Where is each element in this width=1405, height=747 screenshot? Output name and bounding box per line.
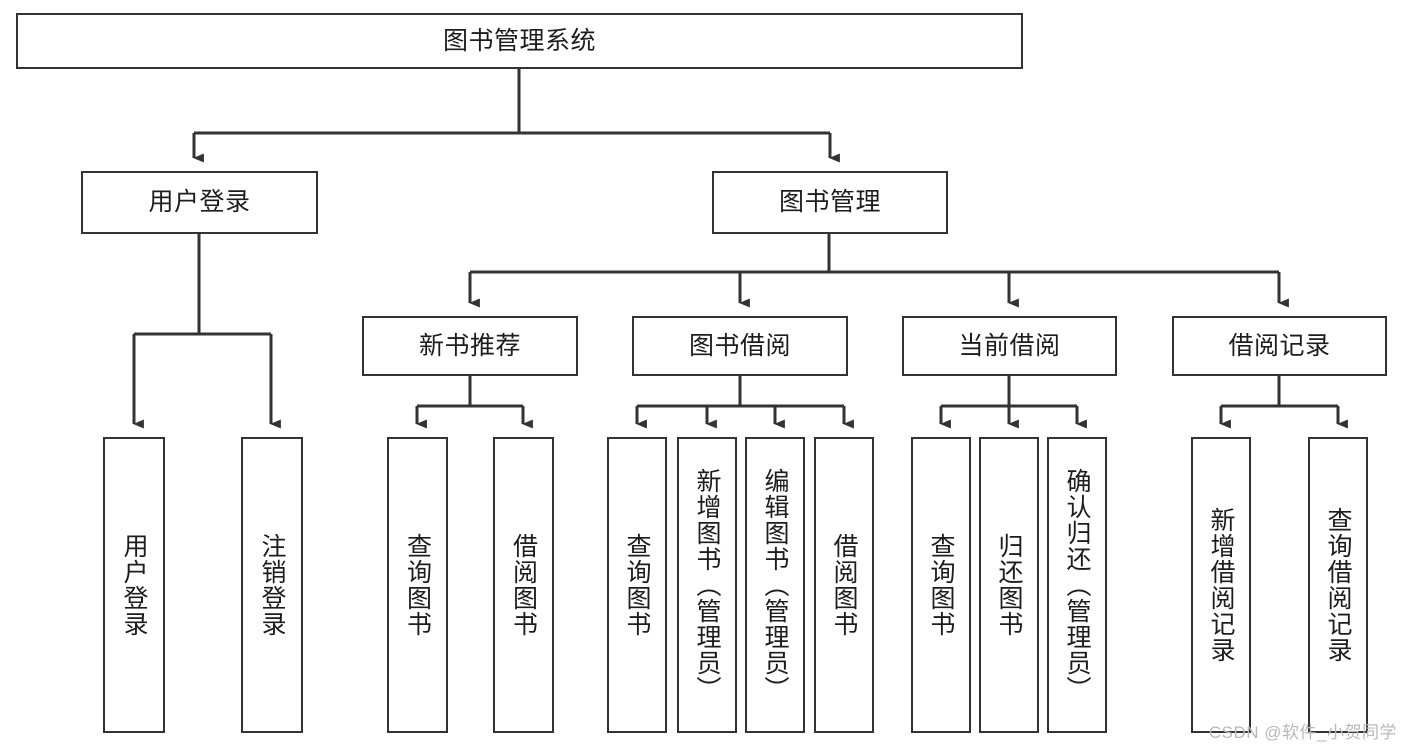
leaf-confirm-return-label: 确认归还（管理员）	[1063, 468, 1091, 702]
leaf-return-book-label: 归还图书	[995, 533, 1023, 637]
node-new-book-rec[interactable]: 新书推荐	[362, 316, 578, 376]
node-borrow-record[interactable]: 借阅记录	[1172, 316, 1387, 376]
leaf-borrow-book-2[interactable]: 借阅图书	[814, 437, 874, 733]
leaf-query-book-2-label: 查询图书	[623, 533, 651, 637]
node-book-borrow[interactable]: 图书借阅	[632, 316, 848, 376]
leaf-query-book-1-label: 查询图书	[403, 533, 432, 637]
node-root[interactable]: 图书管理系统	[16, 13, 1023, 69]
leaf-query-record-label: 查询借阅记录	[1324, 507, 1352, 663]
leaf-query-book-3[interactable]: 查询图书	[911, 437, 971, 733]
leaf-borrow-book-1[interactable]: 借阅图书	[493, 437, 554, 733]
leaf-add-record-label: 新增借阅记录	[1207, 507, 1235, 663]
leaf-query-record[interactable]: 查询借阅记录	[1308, 437, 1368, 733]
node-new-book-rec-label: 新书推荐	[418, 331, 521, 360]
leaf-user-logout-label: 注销登录	[258, 533, 286, 637]
node-root-label: 图书管理系统	[442, 26, 596, 55]
leaf-query-book-1[interactable]: 查询图书	[387, 437, 448, 733]
leaf-edit-book[interactable]: 编辑图书（管理员）	[745, 437, 805, 733]
csdn-watermark: CSDN @软件_小贺同学	[1208, 723, 1397, 742]
node-borrow-record-label: 借阅记录	[1228, 331, 1331, 360]
leaf-add-record[interactable]: 新增借阅记录	[1191, 437, 1251, 733]
node-current-borrow[interactable]: 当前借阅	[902, 316, 1117, 376]
node-book-manage-label: 图书管理	[778, 188, 881, 216]
node-current-borrow-label: 当前借阅	[958, 331, 1061, 360]
leaf-query-book-3-label: 查询图书	[927, 533, 955, 637]
leaf-edit-book-label: 编辑图书（管理员）	[761, 468, 789, 702]
node-book-borrow-label: 图书借阅	[688, 331, 791, 360]
leaf-query-book-2[interactable]: 查询图书	[607, 437, 667, 733]
leaf-user-logout[interactable]: 注销登录	[241, 437, 303, 733]
node-user-login-label: 用户登录	[148, 188, 251, 216]
node-book-manage[interactable]: 图书管理	[712, 171, 948, 234]
leaf-user-login[interactable]: 用户登录	[103, 437, 165, 733]
leaf-borrow-book-1-label: 借阅图书	[509, 533, 538, 637]
leaf-user-login-label: 用户登录	[120, 533, 148, 637]
node-user-login[interactable]: 用户登录	[81, 171, 318, 234]
leaf-add-book[interactable]: 新增图书（管理员）	[677, 437, 737, 733]
leaf-borrow-book-2-label: 借阅图书	[830, 533, 858, 637]
leaf-return-book[interactable]: 归还图书	[979, 437, 1039, 733]
leaf-add-book-label: 新增图书（管理员）	[693, 468, 721, 702]
leaf-confirm-return[interactable]: 确认归还（管理员）	[1047, 437, 1107, 733]
